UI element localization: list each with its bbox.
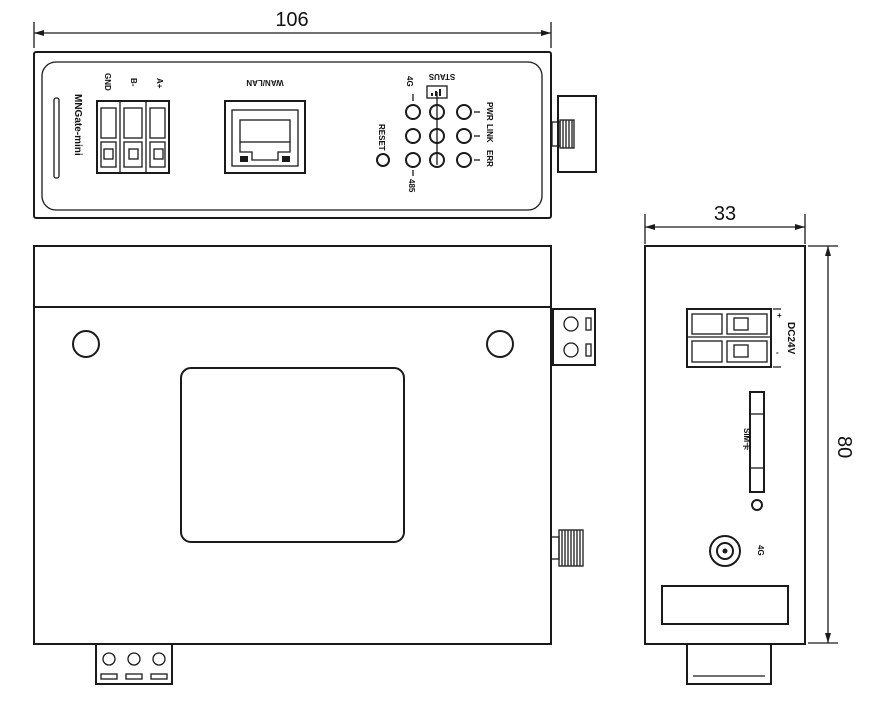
ethernet-label: WAN/LAN (246, 78, 284, 87)
terminal-label-gnd: GND (103, 73, 112, 91)
width-value: 106 (275, 9, 308, 31)
led-mid-left (405, 128, 421, 144)
led-err (456, 152, 472, 168)
front-panel-view: MNGate-mini GND B- A+ W (33, 51, 597, 219)
antenna-jack: 4G (709, 535, 765, 567)
side-height-dimension: 80 (808, 245, 855, 644)
led-err-label: ERR (485, 150, 494, 167)
power-minus-label: - (776, 348, 779, 357)
sim-label: SIM卡 (742, 428, 752, 450)
sim-eject (751, 499, 763, 511)
signal-frame (426, 85, 448, 99)
led-4g-label: 4G (405, 76, 414, 87)
antenna-label: 4G (756, 545, 765, 556)
status-led-group: 4G STAUS 485 RESET PWR LINK ERR (376, 72, 494, 193)
led-pwr (456, 104, 472, 120)
led-status-3 (429, 152, 445, 168)
label-area (180, 367, 405, 543)
height-value: 80 (833, 436, 855, 458)
terminal-label-a: A+ (155, 78, 164, 89)
led-485-label: 485 (407, 179, 416, 193)
din-rail-clip (552, 308, 596, 366)
led-pwr-label: PWR (485, 102, 494, 121)
mounting-hole-right (486, 330, 514, 358)
reset-label: RESET (377, 124, 386, 151)
body-antenna-connector (550, 529, 584, 567)
sim-slot: SIM卡 (742, 391, 765, 511)
side-view: + - DC24V SIM卡 4G (644, 245, 806, 685)
rs485-terminal-block: GND B- A+ (96, 73, 170, 174)
power-plus-label: + (777, 311, 782, 320)
side-label-plate (661, 585, 789, 625)
top-antenna-connector (551, 95, 597, 173)
terminal-label-b: B- (129, 78, 138, 87)
ethernet-port: WAN/LAN (224, 78, 306, 174)
side-depth-dimension: 33 (644, 203, 806, 244)
depth-value: 33 (714, 203, 736, 225)
led-status-2 (429, 128, 445, 144)
power-label: DC24V (785, 322, 796, 355)
signal-bars-icon (431, 89, 441, 96)
led-status-1 (429, 104, 445, 120)
status-group-label: STAUS (428, 72, 455, 81)
side-bottom-clip (686, 643, 772, 685)
led-link-label: LINK (485, 124, 494, 143)
bottom-terminal (95, 643, 173, 685)
led-485 (405, 152, 421, 168)
reset-button (376, 153, 390, 167)
led-4g (405, 104, 421, 120)
power-terminal: + - DC24V (686, 308, 796, 368)
mounting-hole-left (72, 330, 100, 358)
main-body-view (33, 245, 596, 685)
top-width-dimension: 106 (33, 9, 552, 48)
led-link (456, 128, 472, 144)
light-slot (53, 97, 60, 179)
product-name: MNGate-mini (72, 94, 83, 156)
